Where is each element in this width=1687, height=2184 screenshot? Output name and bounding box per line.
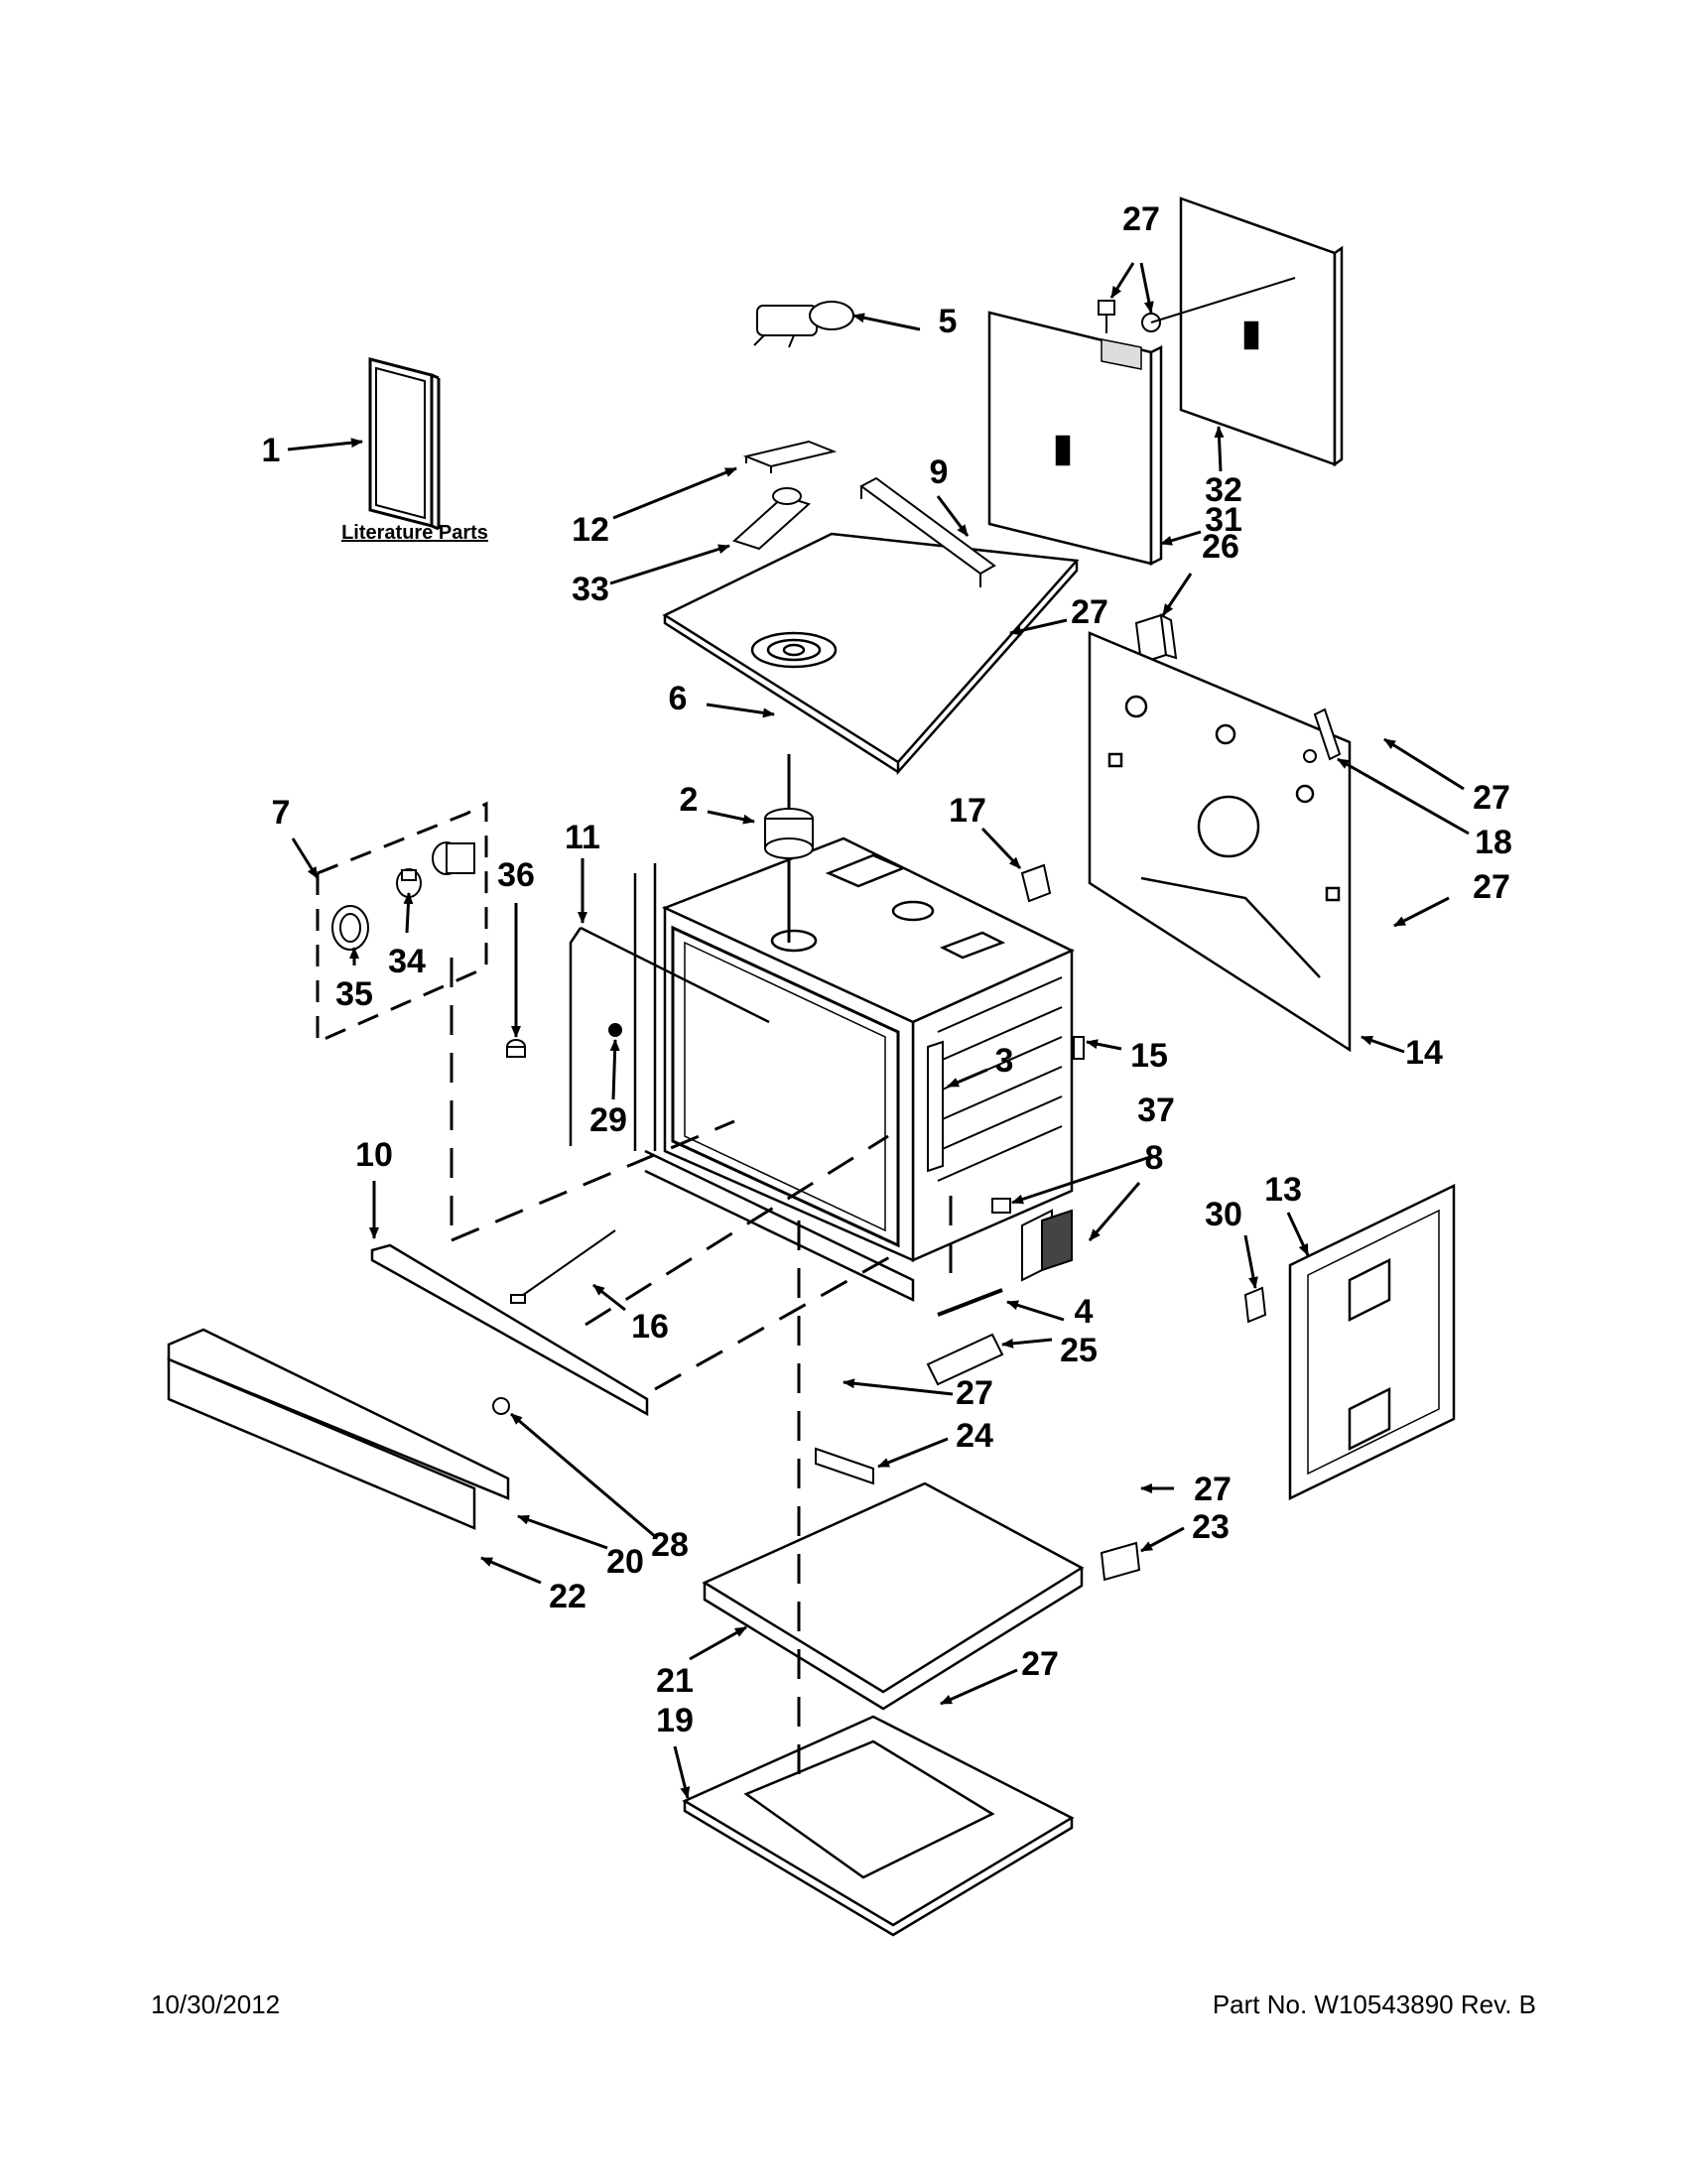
callout-2: 2 [680, 781, 699, 819]
callout-23: 23 [1192, 1508, 1230, 1546]
part-33-mount-bracket [732, 487, 811, 551]
callout-9: 9 [930, 453, 949, 491]
part-9-vent-bracket [859, 476, 996, 587]
callout-15: 15 [1130, 1037, 1168, 1075]
part-26-bracket [1134, 613, 1178, 665]
part-28-screw [492, 1397, 510, 1415]
part-36-bumper [506, 1039, 526, 1058]
rev-label: Rev. [1460, 1990, 1512, 2019]
part-14-rear-wall [1088, 631, 1352, 1053]
callout-20: 20 [606, 1543, 644, 1581]
part-13-side-panel [1288, 1184, 1456, 1500]
callout-24: 24 [956, 1417, 993, 1455]
part-15-clip [1073, 1036, 1085, 1060]
part-label: Part No. [1212, 1990, 1308, 2019]
callout-27-bottom: 27 [1021, 1645, 1059, 1683]
part-29-screw [608, 1023, 622, 1037]
part-24-bracket [815, 1447, 874, 1485]
callout-21: 21 [656, 1662, 694, 1700]
callout-labels: 1 2 3 4 5 6 7 8 9 10 11 12 13 14 15 16 1… [262, 200, 1512, 1739]
callout-31: 31 [1205, 501, 1242, 539]
part-32-back-panel [1179, 196, 1344, 467]
part-11-gasket [569, 926, 770, 1146]
callout-leaders [287, 262, 1470, 1799]
callout-18: 18 [1475, 824, 1512, 861]
callout-1: 1 [262, 432, 281, 469]
callout-11: 11 [565, 819, 600, 856]
part-5-sensor-relay [753, 301, 854, 348]
callout-13: 13 [1264, 1171, 1302, 1209]
callout-4: 4 [1075, 1293, 1094, 1331]
part-18-bracket [1303, 707, 1342, 763]
part-21-bottom-panel [702, 1481, 1085, 1711]
callout-5: 5 [939, 303, 958, 340]
callout-19: 19 [656, 1702, 694, 1739]
callout-14: 14 [1405, 1034, 1443, 1072]
callout-25: 25 [1060, 1332, 1098, 1369]
callout-32: 32 [1205, 471, 1242, 509]
callout-16: 16 [631, 1308, 669, 1346]
part-37-screw [991, 1198, 1011, 1214]
part-2-fan-housing [764, 754, 814, 943]
callout-8: 8 [1145, 1139, 1164, 1177]
callout-10: 10 [355, 1136, 393, 1174]
part-7-switch-group [316, 801, 488, 1044]
footer-part-number: Part No. W10543890 Rev. B [1213, 1990, 1536, 2020]
callout-27-side: 27 [1194, 1471, 1232, 1508]
callout-3: 3 [995, 1042, 1014, 1080]
part-10-front-trim [370, 1243, 649, 1417]
callout-27-bracket: 27 [956, 1374, 993, 1412]
part-3-hinge-receiver [927, 1040, 944, 1173]
part-31-rear-panel [987, 311, 1163, 567]
callout-30: 30 [1205, 1196, 1242, 1233]
callout-6: 6 [669, 680, 688, 717]
literature-parts-label: Literature Parts [341, 522, 488, 544]
callout-27-top: 27 [1122, 200, 1160, 238]
part-20-lower-trim [167, 1328, 510, 1500]
callout-35: 35 [335, 975, 373, 1013]
callout-33: 33 [572, 571, 609, 608]
part-number: W10543890 [1314, 1990, 1454, 2019]
callout-12: 12 [572, 511, 609, 549]
part-17-clip [1020, 863, 1052, 903]
footer-date: 10/30/2012 [151, 1990, 281, 2019]
part-16-probe [510, 1229, 616, 1304]
callout-37: 37 [1137, 1092, 1175, 1129]
literature-parts-book [368, 357, 441, 531]
callout-17: 17 [949, 792, 986, 830]
callout-28: 28 [651, 1526, 689, 1564]
callout-7: 7 [272, 794, 291, 832]
assembly-dashed-lines [450, 958, 953, 1776]
screw-group-top [1098, 277, 1296, 333]
callout-34: 34 [388, 943, 426, 980]
part-12-bracket [742, 440, 838, 473]
callout-27-rearwall-upper: 27 [1473, 779, 1510, 817]
callout-29: 29 [589, 1101, 627, 1139]
part-22-toe-kick [167, 1357, 476, 1530]
callout-27-rearwall-lower: 27 [1473, 868, 1510, 906]
part-4-sensor [937, 1288, 1003, 1317]
callout-22: 22 [549, 1578, 586, 1615]
callout-26: 26 [1202, 528, 1239, 566]
rev-value: B [1518, 1990, 1536, 2019]
part-19-floor-panel [682, 1715, 1075, 1937]
callout-36: 36 [497, 856, 535, 894]
part-8-vent-grille [1021, 1209, 1073, 1282]
part-30-clip [1243, 1286, 1267, 1324]
part-6-top-panel [662, 532, 1080, 776]
part-23-bracket [1100, 1541, 1141, 1582]
part-25-bracket [926, 1333, 1004, 1386]
callout-27-panel: 27 [1071, 593, 1108, 631]
